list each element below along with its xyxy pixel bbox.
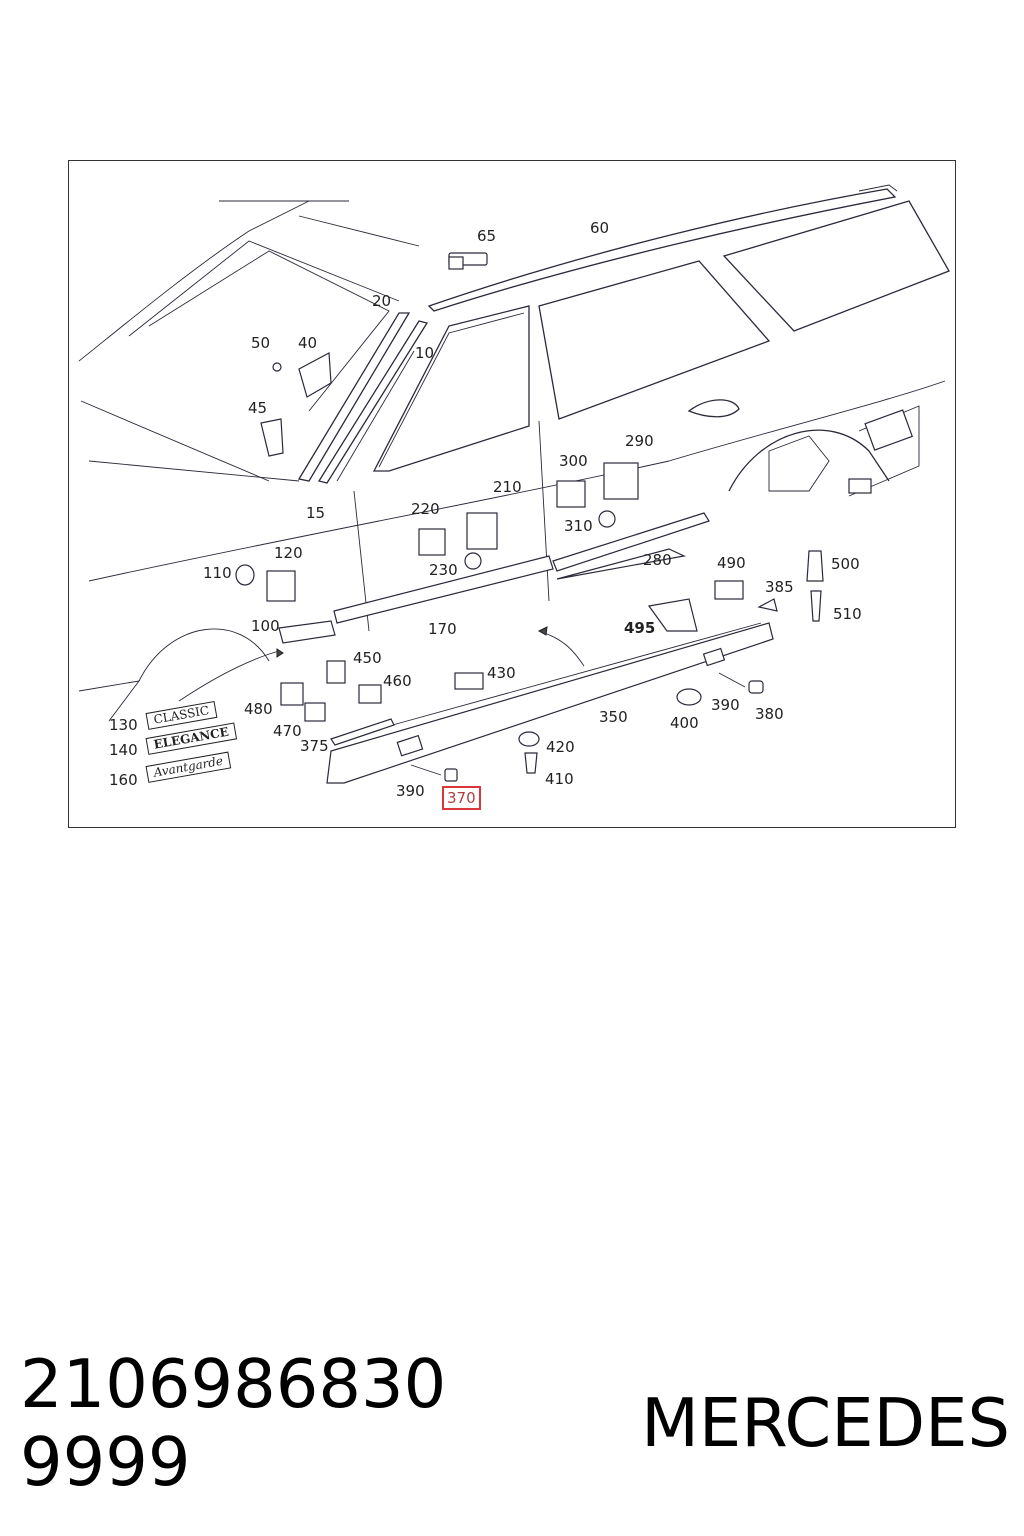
callout-500[interactable]: 500: [831, 555, 860, 573]
callout-65[interactable]: 65: [477, 227, 497, 245]
callout-160[interactable]: 160: [109, 771, 138, 789]
callout-310[interactable]: 310: [564, 517, 593, 535]
callout-60[interactable]: 60: [590, 219, 610, 237]
callout-390-lower[interactable]: 390: [396, 782, 425, 800]
callout-410[interactable]: 410: [545, 770, 574, 788]
parts-diagram-frame: 65 60 20 50 40 10 45 300 290 220 210 15 …: [68, 160, 956, 828]
callout-380[interactable]: 380: [755, 705, 784, 723]
callout-40[interactable]: 40: [298, 334, 318, 352]
callout-10[interactable]: 10: [415, 344, 435, 362]
callout-50[interactable]: 50: [251, 334, 271, 352]
callout-460[interactable]: 460: [383, 672, 412, 690]
callout-480[interactable]: 480: [244, 700, 273, 718]
callout-470[interactable]: 470: [273, 722, 302, 740]
callout-15[interactable]: 15: [306, 504, 326, 522]
callout-45[interactable]: 45: [248, 399, 268, 417]
part-number: 2106986830 9999: [20, 1345, 447, 1501]
callout-220[interactable]: 220: [411, 500, 440, 518]
callout-130[interactable]: 130: [109, 716, 138, 734]
callout-370-highlighted[interactable]: 370: [442, 786, 481, 810]
callout-280[interactable]: 280: [643, 551, 672, 569]
callout-100[interactable]: 100: [251, 617, 280, 635]
callout-290[interactable]: 290: [625, 432, 654, 450]
brand-name: MERCEDES: [641, 1384, 1010, 1462]
callout-430[interactable]: 430: [487, 664, 516, 682]
callout-385[interactable]: 385: [765, 578, 794, 596]
callout-420[interactable]: 420: [546, 738, 575, 756]
part-footer: 2106986830 9999 MERCEDES: [20, 1345, 1010, 1501]
callout-390-upper[interactable]: 390: [711, 696, 740, 714]
callout-300[interactable]: 300: [559, 452, 588, 470]
callout-170[interactable]: 170: [428, 620, 457, 638]
callout-450[interactable]: 450: [353, 649, 382, 667]
callout-140[interactable]: 140: [109, 741, 138, 759]
callout-210[interactable]: 210: [493, 478, 522, 496]
callout-120[interactable]: 120: [274, 544, 303, 562]
callout-375[interactable]: 375: [300, 737, 329, 755]
callout-510[interactable]: 510: [833, 605, 862, 623]
callout-490[interactable]: 490: [717, 554, 746, 572]
callout-20[interactable]: 20: [372, 292, 392, 310]
callout-110[interactable]: 110: [203, 564, 232, 582]
callout-400[interactable]: 400: [670, 714, 699, 732]
callout-230[interactable]: 230: [429, 561, 458, 579]
car-side-trim-drawing: [78, 184, 950, 784]
callout-350[interactable]: 350: [599, 708, 628, 726]
callout-495[interactable]: 495: [624, 619, 656, 637]
